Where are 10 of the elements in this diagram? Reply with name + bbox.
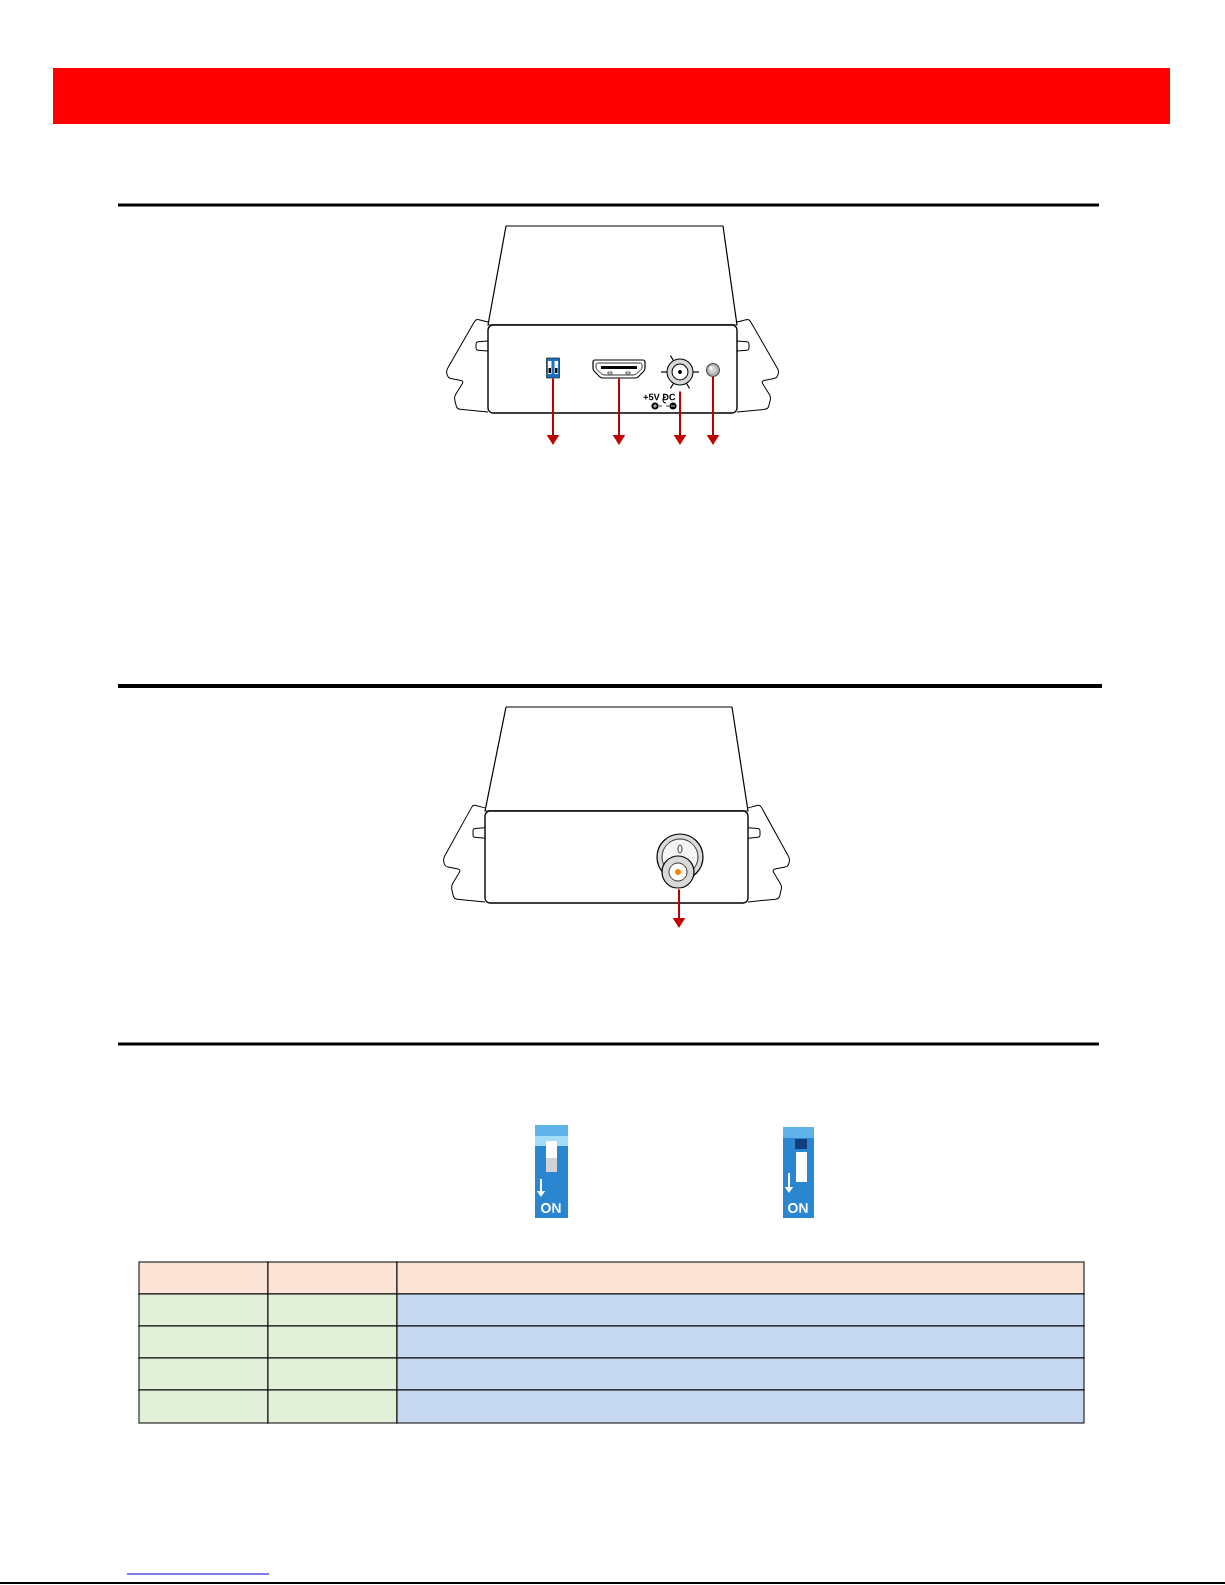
power-jack [660, 354, 700, 390]
bnc-connector [656, 833, 704, 889]
hdmi-port [592, 359, 646, 379]
converter-drawing [443, 706, 790, 904]
title-banner [53, 68, 1170, 124]
converter-drawing [446, 225, 779, 414]
switch-label: ON [788, 1203, 808, 1213]
voltage-label: +5V DC [643, 393, 676, 401]
dip-switch [546, 357, 560, 379]
switch-label: ON [541, 1203, 561, 1213]
